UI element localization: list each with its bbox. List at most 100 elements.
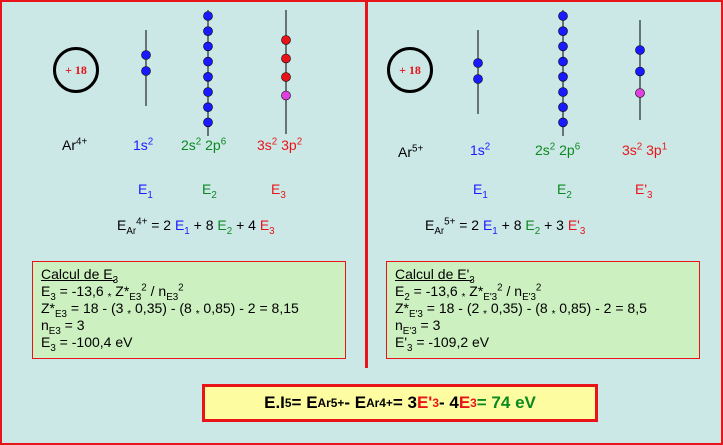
left-calc-title: Calcul de E3 xyxy=(41,266,345,286)
left-energy-3-sub: 3 xyxy=(280,189,286,201)
left-shell-3-electron xyxy=(281,90,291,101)
left-nucleus: + 18 xyxy=(53,47,99,93)
right-l4-a: E' xyxy=(395,334,408,350)
left-shell-2-electron xyxy=(203,72,213,82)
result-g: E xyxy=(458,393,471,412)
left-eq-t3-sub: 3 xyxy=(269,225,275,237)
right-eq-lhs-sub: Ar xyxy=(434,225,445,237)
left-shell-3-electron xyxy=(281,35,291,45)
right-calc-line-3: nE'3 = 3 xyxy=(395,317,699,336)
right-shell-2-electron xyxy=(558,72,568,82)
left-orbital-1-exp: 2 xyxy=(147,136,154,148)
left-ion-base: Ar xyxy=(62,137,76,153)
right-l3-b: = 3 xyxy=(416,317,441,333)
right-l1-a-sub: 2 xyxy=(404,291,410,303)
right-calc-title: Calcul de E'3 xyxy=(395,266,699,286)
left-shell-3-electron xyxy=(281,72,291,82)
left-orbital-2b: 2p xyxy=(205,137,221,153)
right-orbital-1: 1s2 xyxy=(470,142,490,158)
right-orbital-1-exp: 2 xyxy=(484,141,491,153)
left-eq-p2: + 4 xyxy=(232,217,260,233)
right-l1-c-sup: 2 xyxy=(497,282,503,294)
left-eq-lhs: E xyxy=(117,217,127,233)
left-l2-a-sub: E3 xyxy=(55,308,67,320)
right-shell-3-electron xyxy=(635,88,645,98)
left-calc-line-1: E3 = -13,6 * Z*E32 / nE32 xyxy=(41,283,345,303)
right-eq-t3-sub: 3 xyxy=(579,225,586,237)
left-shell-2-electron xyxy=(203,56,213,67)
right-eq-lhs-sup: 5+ xyxy=(444,216,456,228)
left-l4-sub: 3 xyxy=(50,342,56,354)
right-energy-2: E2 xyxy=(557,181,572,200)
right-l2-d: 0,85) - 2 = 8,5 xyxy=(555,300,647,316)
right-energy-2-sub: 2 xyxy=(566,189,572,201)
left-orbital-1-name: 1s xyxy=(133,137,148,153)
left-shell-2-electron xyxy=(203,102,213,112)
right-energy-1-base: E xyxy=(473,181,483,197)
left-nucleus-charge: + 18 xyxy=(65,62,87,77)
left-orbital-1: 1s2 xyxy=(133,137,153,153)
left-eq-eq: = 2 xyxy=(147,217,175,233)
right-shell-2-electron xyxy=(558,117,568,128)
right-nucleus-charge: + 18 xyxy=(399,62,421,77)
left-eq-lhs-sub: Ar xyxy=(126,225,137,237)
right-l1-d: / n xyxy=(502,283,523,299)
left-calc-title-text: Calcul de E xyxy=(41,266,113,282)
right-shell-2-electron xyxy=(558,87,568,97)
right-shell-2-electron xyxy=(558,56,568,67)
result-d: = 3 xyxy=(392,393,417,412)
right-l1-a: E xyxy=(395,283,405,299)
left-energy-2: E2 xyxy=(202,181,217,200)
right-l4-sub: 3 xyxy=(407,342,413,354)
left-orbital-2a: 2s xyxy=(181,137,196,153)
left-energy-equation: EAr4+ = 2 E1 + 8 E2 + 4 E3 xyxy=(117,217,275,236)
right-orbital-2a-exp: 2 xyxy=(549,141,556,153)
left-orbital-3b-exp: 2 xyxy=(296,136,303,148)
left-l2-d: 0,85) - 2 = 8,15 xyxy=(199,300,299,316)
right-orbital-3a: 3s xyxy=(622,142,637,158)
left-l1-b: = -13,6 xyxy=(55,283,108,299)
left-orbital-2b-exp: 6 xyxy=(220,136,227,148)
right-calc-box: Calcul de E'3 E2 = -13,6 * Z*E'32 / nE'3… xyxy=(386,261,700,359)
panel-divider xyxy=(365,0,368,368)
left-ion-label: Ar4+ xyxy=(62,137,87,153)
right-ion-base: Ar xyxy=(398,144,412,160)
left-energy-1-base: E xyxy=(138,181,148,197)
left-calc-line-3: nE3 = 3 xyxy=(41,317,345,337)
left-l2-b: = 18 - (3 xyxy=(66,300,128,316)
left-shell-2-electron xyxy=(203,117,213,128)
result-h: = 74 eV xyxy=(476,393,536,412)
left-eq-t2-sub: 2 xyxy=(226,225,233,237)
right-energy-3-base: E' xyxy=(635,181,648,197)
right-energy-equation: EAr5+ = 2 E1 + 8 E2 + 3 E'3 xyxy=(425,216,585,236)
right-shell-3-electron xyxy=(635,66,645,77)
left-shell-2-electron xyxy=(203,41,213,52)
right-orbital-3b: 3p xyxy=(646,142,662,158)
left-shell-1-electron xyxy=(141,50,151,60)
result-a: E.I xyxy=(264,393,285,412)
right-calc-line-1: E2 = -13,6 * Z*E'32 / nE'32 xyxy=(395,282,699,303)
left-orbital-3b: 3p xyxy=(281,137,297,153)
left-calc-title-sub: 3 xyxy=(112,274,119,286)
right-l1-star: * xyxy=(461,291,466,303)
left-shell-1-electron xyxy=(141,66,151,76)
right-orbital-2: 2s2 2p6 xyxy=(535,142,580,158)
right-l2-a-sub: E'3 xyxy=(409,308,423,320)
left-energy-3: E3 xyxy=(271,181,286,200)
left-shell-3-electron xyxy=(281,53,291,64)
right-l1-b: = -13,6 xyxy=(409,283,462,299)
left-orbital-2a-exp: 2 xyxy=(195,136,202,148)
right-calc-title-sub: 3 xyxy=(469,274,475,286)
left-l3-a-sub: E3 xyxy=(48,325,61,337)
right-eq-eq: = 2 xyxy=(455,217,483,233)
right-orbital-2b-exp: 6 xyxy=(574,141,581,153)
right-l2-c: 0,35) - (8 xyxy=(487,300,552,316)
right-l1-c-sub: E'3 xyxy=(483,291,498,303)
right-energy-3-sub: 3 xyxy=(647,189,653,201)
left-l2-c: 0,35) - (8 xyxy=(131,300,196,316)
left-l1-a-sub: 3 xyxy=(50,291,56,303)
right-l1-c: Z* xyxy=(465,283,484,299)
right-ion-charge: 5+ xyxy=(412,143,424,155)
